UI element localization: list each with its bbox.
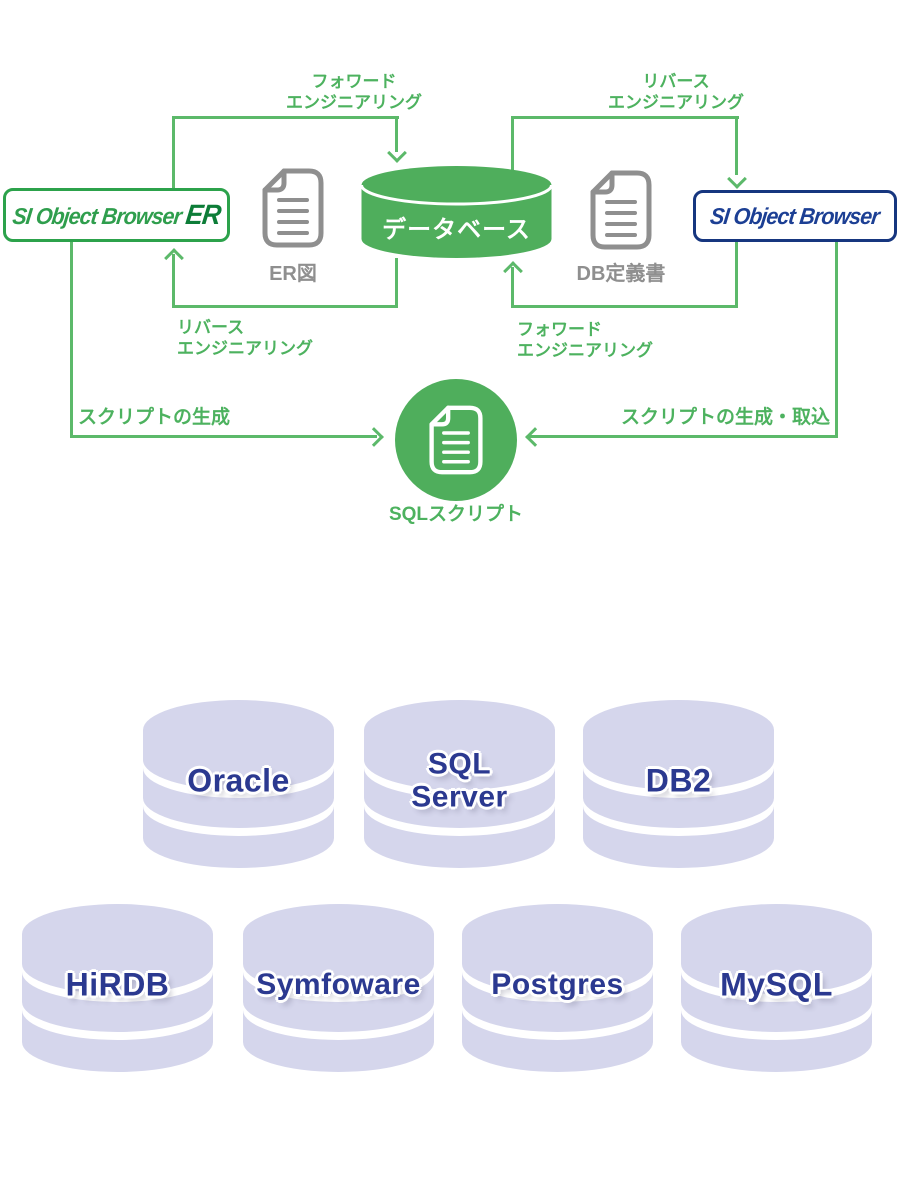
arrow-down-icon (387, 143, 407, 163)
sql-script-doc-icon (429, 405, 483, 475)
db-definition-doc-icon (590, 170, 652, 255)
db-cylinder-postgres: Postgres (462, 902, 653, 1072)
label-forward-engineering-bottom: フォワード エンジニアリング (517, 319, 653, 361)
db-cylinder-mysql: MySQL (681, 902, 872, 1072)
connector-line (511, 267, 514, 308)
connector-line (511, 116, 739, 119)
db-label: Oracle (187, 763, 290, 800)
connector-line (172, 116, 399, 119)
connector-line (511, 305, 738, 308)
label-line: エンジニアリング (286, 93, 422, 112)
arrow-up-icon (164, 248, 184, 268)
ob-logo: SI Object Browser (709, 203, 881, 230)
label-forward-engineering-top: フォワード エンジニアリング (244, 71, 464, 113)
er-diagram-doc-icon (262, 168, 324, 253)
db-cylinder-symfoware: Symfoware (243, 902, 434, 1072)
label-line: リバース (177, 318, 245, 337)
label-line: エンジニアリング (608, 93, 744, 112)
sql-script-circle (395, 379, 517, 501)
db-label: SQL Server (411, 747, 508, 814)
connector-line (835, 241, 838, 438)
arrow-left-icon (525, 427, 545, 447)
arrow-down-icon (727, 169, 747, 189)
connector-line (172, 305, 398, 308)
db-cylinder-hirdb: HiRDB (22, 902, 213, 1072)
ob-er-logo-text: SI Object Browser (11, 203, 183, 229)
database-cylinder: データベース (360, 164, 553, 260)
ob-er-logo: SI Object BrowserER (11, 199, 222, 231)
connector-line (528, 435, 838, 438)
db-label: DB2 (645, 763, 712, 800)
connector-line (70, 435, 377, 438)
connector-line (70, 242, 73, 438)
ob-logo-box: SI Object Browser (693, 190, 897, 242)
label-line: フォワード (517, 320, 602, 339)
db-label: Postgres (491, 968, 624, 1002)
db-label: Symfoware (256, 968, 421, 1002)
db-label: HiRDB (65, 967, 170, 1004)
connector-line (172, 254, 175, 308)
db-cylinder-sql-server: SQL Server (364, 698, 555, 868)
connector-line (172, 117, 175, 188)
ob-er-logo-suffix: ER (184, 199, 223, 230)
db-cylinder-oracle: Oracle (143, 698, 334, 868)
label-reverse-engineering-bottom: リバース エンジニアリング (177, 317, 313, 359)
label-sql-script: SQLスクリプト (388, 504, 524, 525)
arrow-right-icon (364, 427, 384, 447)
db-definition-doc-label: DB定義書 (576, 263, 666, 285)
connector-line (735, 242, 738, 307)
db-label: MySQL (720, 967, 833, 1004)
label-script-generate-import: スクリプトの生成・取込 (620, 407, 830, 428)
connector-line (735, 117, 738, 175)
label-line: エンジニアリング (177, 339, 313, 358)
arrow-up-icon (503, 261, 523, 281)
database-cylinder-label: データベース (382, 216, 531, 244)
label-line: リバース (642, 72, 710, 91)
label-line: フォワード (311, 72, 397, 91)
ob-logo-text: SI Object Browser (709, 202, 881, 229)
db-cylinder-db2: DB2 (583, 698, 774, 868)
connector-line (395, 116, 398, 152)
connector-line (395, 258, 398, 308)
label-reverse-engineering-top: リバース エンジニアリング (566, 71, 786, 113)
connector-line (511, 117, 514, 170)
ob-er-logo-box: SI Object BrowserER (3, 188, 230, 242)
label-script-generate: スクリプトの生成 (78, 407, 231, 428)
database-cylinder-icon (360, 166, 553, 258)
er-diagram-doc-label: ER図 (269, 263, 317, 285)
label-line: エンジニアリング (517, 341, 653, 360)
